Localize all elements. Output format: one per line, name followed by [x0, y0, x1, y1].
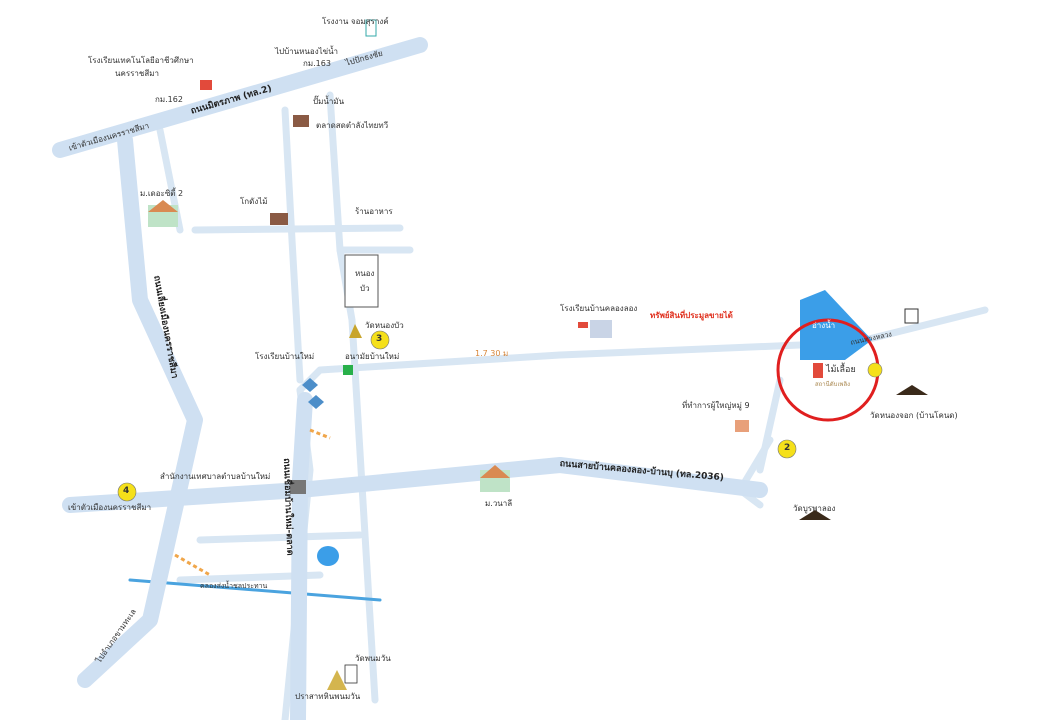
- label-village-bottom: ม.วนาลี: [485, 499, 513, 508]
- label-gas-station: ปั๊มน้ำมัน: [313, 97, 345, 106]
- label-temple-nong-bua: วัดหนองบัว: [365, 321, 404, 330]
- label-km162: กม.162: [155, 95, 183, 104]
- label-pond: หนอง: [355, 269, 375, 278]
- label-village-top: ม.เดอะซิตี้ 2: [140, 189, 184, 198]
- icon-houses: [148, 19, 928, 690]
- label-supermarket: ตลาดสดตำลังไทยทวี: [316, 121, 389, 130]
- marker-4-label: 4: [123, 486, 130, 496]
- label-school-ban-mai: โรงเรียนบ้านใหม่: [255, 352, 315, 361]
- label-target: ไม้เลื้อย: [826, 365, 856, 375]
- label-distance: 1.7 30 ม: [475, 349, 509, 358]
- label-school-klong: โรงเรียนบ้านคลองลอง: [560, 304, 638, 313]
- label-km163: กม.163: [303, 59, 331, 68]
- marker-2-label: 2: [784, 443, 791, 453]
- label-lake: อ่างน้ำ: [812, 321, 836, 330]
- orange-paths: [174, 428, 331, 577]
- label-headman: ที่ทำการผู้ใหญ่หมู่ 9: [682, 401, 750, 410]
- label-wood-shop: โกดังไม้: [240, 197, 268, 206]
- route-badges: [302, 378, 324, 409]
- label-temple-bottom: วัดพนมวัน: [355, 654, 391, 663]
- label-temple-bottom-right: วัดบูรพาลอง: [793, 504, 836, 513]
- label-temple-right: วัดหนองจอก (บ้านโคนด): [870, 411, 958, 420]
- label-school-top: โรงเรียนเทคโนโลยีอาชีวศึกษา: [88, 56, 194, 65]
- label-to-city-bottom: เข้าตัวเมืองนครราชสีมา: [68, 503, 152, 512]
- label-canal: คลองส่งน้ำชลประทาน: [200, 582, 268, 590]
- label-property: ทรัพย์สินที่ประมูลขายได้: [650, 311, 733, 320]
- label-health-center: อนามัยบ้านใหม่: [345, 352, 400, 361]
- label-factory: โรงงาน จอมสุรางค์: [322, 17, 389, 26]
- label-to-hua-thale: ไปบ้านหนองไข่น้ำ: [275, 47, 339, 56]
- markers: [117, 330, 883, 502]
- label-restaurant: ร้านอาหาร: [355, 207, 393, 216]
- label-prasat: ปราสาทหินพนมวัน: [295, 692, 361, 701]
- small-pond: [317, 546, 339, 566]
- label-municipal: สำนักงานเทศบาลตำบลบ้านใหม่: [160, 472, 271, 481]
- major-roads: [52, 37, 768, 720]
- lake: [800, 290, 872, 360]
- label-school-top-2: นครราชสีมา: [115, 69, 159, 78]
- pond-box: [344, 254, 379, 308]
- marker-3-label: 3: [376, 334, 383, 344]
- label-target-sub: สถานีดับเพลิง: [815, 381, 851, 388]
- minor-roads: [128, 91, 989, 720]
- label-pond-2: บัว: [360, 284, 370, 293]
